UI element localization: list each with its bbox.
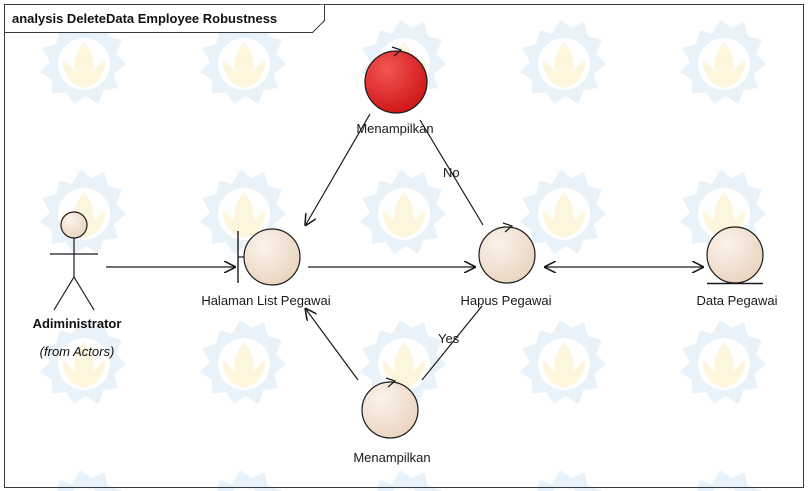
edge-label-no: No — [443, 165, 460, 180]
entity-data-pegawai[interactable] — [706, 226, 764, 285]
actor-administrator[interactable] — [50, 211, 98, 311]
frame-title: analysis DeleteData Employee Robustness — [12, 11, 277, 26]
boundary-halaman-list-pegawai[interactable] — [237, 228, 301, 286]
frame-title-bg — [5, 5, 323, 32]
control-hapus-pegawai[interactable] — [478, 222, 536, 284]
label-halaman-list-pegawai: Halaman List Pegawai — [201, 293, 330, 308]
actor-from-label: (from Actors) — [40, 344, 115, 359]
label-data-pegawai: Data Pegawai — [697, 293, 778, 308]
edge-hapus-to-menampilkan-top — [419, 119, 484, 226]
label-menampilkan-bottom: Menampilkan — [353, 450, 430, 465]
edge-menampilkan-bottom-to-halaman — [305, 308, 359, 381]
actor-name: Adiministrator — [33, 316, 122, 331]
control-menampilkan-top[interactable] — [364, 46, 428, 114]
edge-hapus-to-menampilkan-bottom — [421, 305, 483, 381]
edge-label-yes: Yes — [438, 331, 460, 346]
diagram-frame — [4, 4, 804, 488]
actor-head — [60, 211, 88, 239]
label-hapus-pegawai: Hapus Pegawai — [460, 293, 551, 308]
label-menampilkan-top: Menampilkan — [356, 121, 433, 136]
edge-menampilkan-top-to-halaman — [305, 113, 371, 226]
control-menampilkan-bottom[interactable] — [361, 377, 419, 439]
